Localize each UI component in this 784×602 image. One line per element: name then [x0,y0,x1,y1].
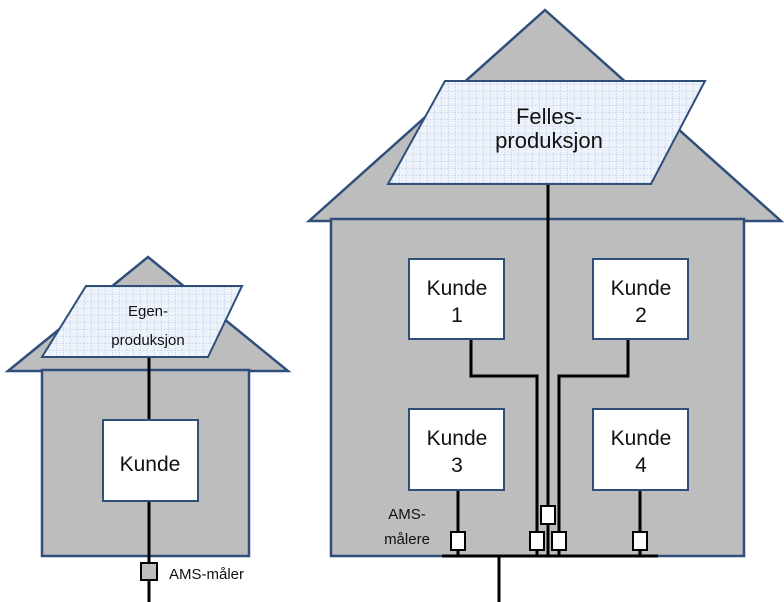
customer-box-2: Kunde 2 [592,258,689,340]
small-customer-label: Kunde [120,453,181,476]
small-meter-label: AMS-måler [169,566,244,583]
large-panel-label-line2: produksjon [495,128,603,153]
customer-3-label: Kunde [427,427,488,450]
ams-meter-customer-4 [632,531,648,551]
large-house: Felles- produksjon Kunde 1 Kunde 2 Kunde… [305,8,784,602]
small-house: Egen- produksjon Kunde AMS-måler [4,255,292,602]
small-house-solar-panel [40,285,244,358]
customer-4-number: 4 [635,454,647,477]
customer-1-number: 1 [451,304,463,327]
meters-label-line1: AMS- [388,506,426,523]
meters-label-line2: målere [384,531,430,548]
customer-box-3: Kunde 3 [408,408,505,491]
customer-2-number: 2 [635,304,647,327]
customer-box-1: Kunde 1 [408,258,505,340]
ams-meter-customer-3 [450,531,466,551]
ams-meter-customer-2 [551,531,567,551]
customer-4-label: Kunde [611,427,672,450]
customer-box-4: Kunde 4 [592,408,689,491]
small-customer-box [102,419,199,502]
ams-meters [450,505,648,551]
customer-3-number: 3 [451,454,463,477]
large-panel-label-line1: Felles- [516,104,582,129]
large-house-solar-panel [386,80,707,185]
large-house-wiring [442,182,658,602]
ams-meter-customer-1 [529,531,545,551]
ams-meter-shared [540,505,556,525]
small-panel-label-line2: produksjon [111,332,184,349]
small-ams-meter [140,562,158,581]
customer-1-label: Kunde [427,277,488,300]
small-panel-label-line1: Egen- [128,303,168,320]
customer-2-label: Kunde [611,277,672,300]
